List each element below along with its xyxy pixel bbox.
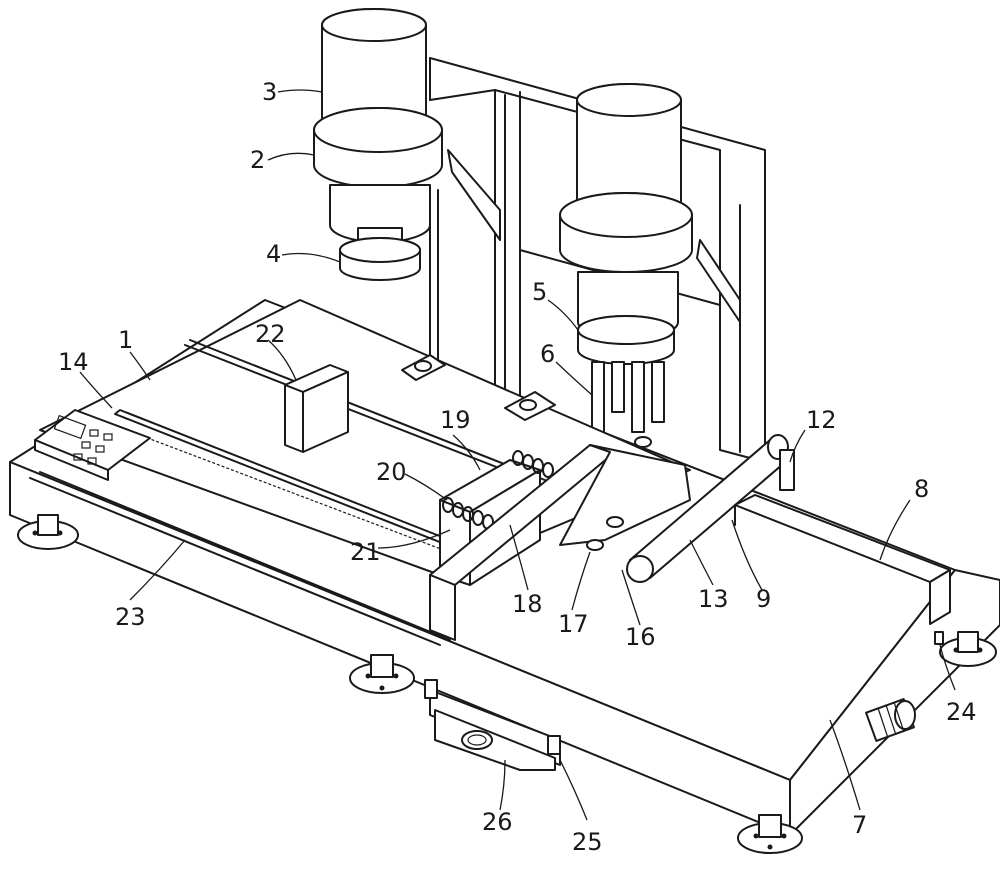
foot-back-right — [939, 631, 997, 667]
block-22 — [284, 364, 349, 453]
clamp-block — [429, 444, 691, 641]
label-3: 3 — [262, 78, 277, 106]
label-19: 19 — [440, 406, 471, 434]
part-labels: 3 2 4 5 6 1 22 14 19 20 21 18 17 16 13 9… — [58, 78, 977, 856]
label-24: 24 — [946, 698, 977, 726]
feet — [17, 514, 997, 854]
label-5: 5 — [532, 278, 547, 306]
foot-front-right — [737, 814, 803, 854]
label-8: 8 — [914, 475, 929, 503]
foot-middle — [349, 654, 415, 694]
label-1: 1 — [118, 326, 133, 354]
label-7: 7 — [852, 811, 867, 839]
label-17: 17 — [558, 610, 589, 638]
right-plate — [734, 494, 951, 625]
label-14: 14 — [58, 348, 89, 376]
right-motor — [559, 83, 693, 433]
leader-lines — [79, 89, 956, 821]
side-coupling — [865, 631, 944, 742]
lower-motor — [424, 679, 561, 771]
foot-left — [17, 514, 79, 550]
bolts — [401, 354, 652, 448]
label-13: 13 — [698, 585, 729, 613]
label-23: 23 — [115, 603, 146, 631]
label-4: 4 — [266, 240, 281, 268]
left-motor — [313, 8, 443, 281]
label-26: 26 — [482, 808, 513, 836]
label-16: 16 — [625, 623, 656, 651]
label-25: 25 — [572, 828, 603, 856]
label-20: 20 — [376, 458, 407, 486]
control-panel — [34, 409, 151, 481]
label-18: 18 — [512, 590, 543, 618]
label-21: 21 — [350, 538, 381, 566]
label-2: 2 — [250, 146, 265, 174]
label-22: 22 — [255, 320, 286, 348]
label-9: 9 — [756, 585, 771, 613]
guide-rod — [626, 434, 795, 583]
label-6: 6 — [540, 340, 555, 368]
label-12: 12 — [806, 406, 837, 434]
